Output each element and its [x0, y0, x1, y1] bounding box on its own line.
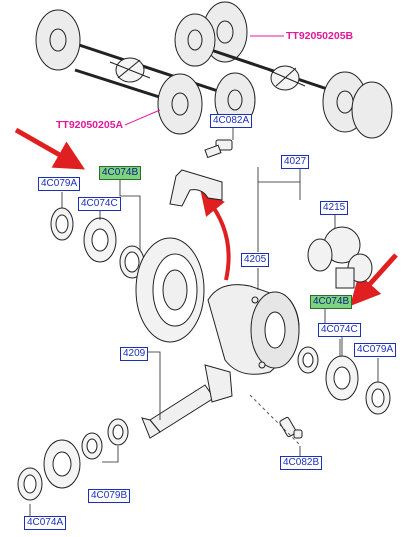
- part-label-4c074a[interactable]: 4C074A: [24, 516, 67, 530]
- part-label-4c079b[interactable]: 4C079B: [88, 489, 131, 503]
- curved-arrow-icon: [200, 190, 231, 281]
- axle-label-top: TT92050205B: [286, 30, 354, 42]
- leader-lines: [29, 125, 379, 519]
- part-label-4205[interactable]: 4205: [241, 253, 270, 267]
- part-label-4c082b[interactable]: 4C082B: [280, 456, 323, 470]
- part-label-4c074c-right[interactable]: 4C074C: [318, 323, 361, 337]
- part-label-4c074c-left[interactable]: 4C074C: [78, 197, 121, 211]
- left-bearing-set-drawing: [50, 207, 145, 279]
- bolt-drawing: [279, 416, 303, 439]
- part-label-4c074b-left[interactable]: 4C074B: [99, 166, 142, 180]
- part-label-4c082a[interactable]: 4C082A: [210, 114, 253, 128]
- bearing-cap-bolt-drawing: [204, 139, 233, 159]
- part-label-4209[interactable]: 4209: [120, 347, 149, 361]
- part-label-4215[interactable]: 4215: [320, 201, 349, 215]
- part-label-4c079a-left[interactable]: 4C079A: [38, 177, 81, 191]
- differential-case-drawing: [207, 284, 300, 375]
- pinion-gear-drawing: [141, 364, 233, 439]
- ring-gear-drawing: [135, 237, 205, 343]
- bolt-axis: [249, 394, 301, 446]
- red-arrow-icon: [349, 253, 398, 307]
- part-label-4027[interactable]: 4027: [281, 155, 310, 169]
- rear-axle-bottom-drawing: [174, 13, 393, 139]
- tt-left-leader: [124, 109, 161, 126]
- rear-axle-left-drawing: [74, 68, 203, 135]
- part-label-4c079a-right[interactable]: 4C079A: [354, 343, 397, 357]
- red-arrow-icon: [14, 127, 86, 170]
- spider-gears-drawing: [307, 226, 373, 289]
- rear-axle-top-drawing: [35, 1, 256, 128]
- bearing-cap-drawing: [169, 169, 223, 207]
- pinion-bearing-set-drawing: [17, 418, 129, 501]
- axle-label-left: TT92050205A: [56, 119, 124, 131]
- part-label-4c074b-right[interactable]: 4C074B: [310, 295, 353, 309]
- right-bearing-set-drawing: [297, 346, 391, 415]
